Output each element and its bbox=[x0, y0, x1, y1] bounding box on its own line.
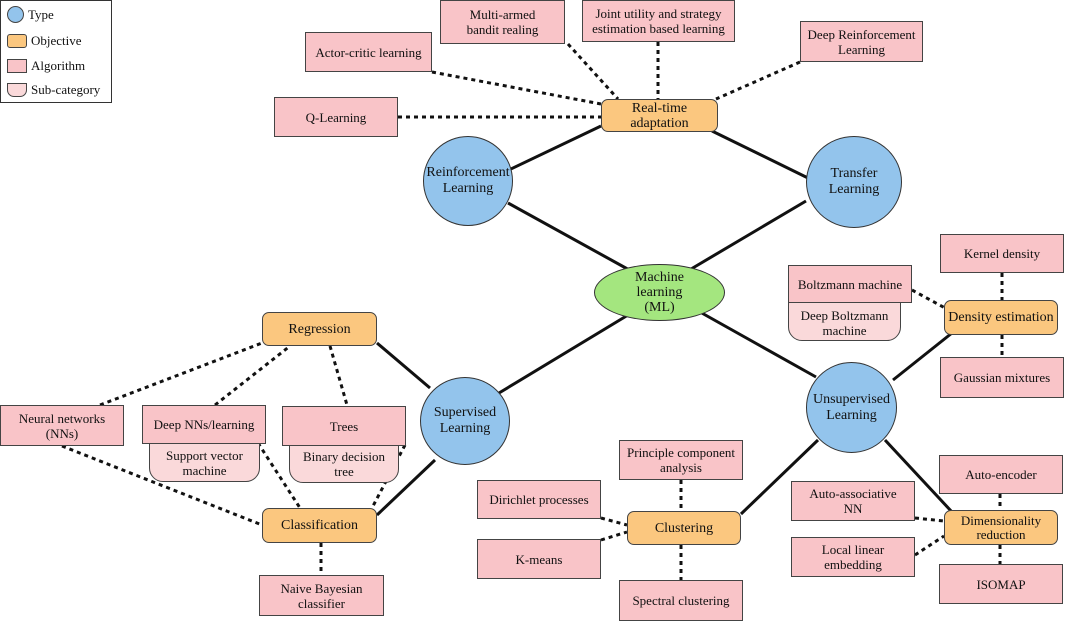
dots-dirichlet bbox=[600, 516, 628, 527]
node-joint-utility: Joint utility and strategy estimation ba… bbox=[582, 0, 735, 42]
legend-type-label: Type bbox=[28, 6, 54, 22]
node-trees: Trees bbox=[282, 406, 406, 446]
node-local-linear-embedding: Local linear embedding bbox=[791, 537, 915, 577]
dots-nn-regression bbox=[99, 341, 263, 407]
node-machine-learning: Machine learning (ML) bbox=[594, 264, 725, 321]
node-supervised-learning: Supervised Learning bbox=[420, 377, 510, 465]
dots-multiarmed bbox=[566, 42, 620, 101]
node-dirichlet-processes: Dirichlet processes bbox=[477, 480, 601, 519]
node-unsupervised-learning: Unsupervised Learning bbox=[806, 362, 897, 453]
edge-ml-transfer bbox=[685, 199, 807, 274]
node-naive-bayes: Naive Bayesian classifier bbox=[259, 575, 384, 616]
node-multiarmed-bandit: Multi-armed bandit realing bbox=[440, 0, 565, 44]
legend-subcategory-swatch bbox=[7, 83, 27, 97]
node-realtime-adaptation: Real-time adaptation bbox=[601, 99, 718, 132]
edge-regression-supervised bbox=[376, 341, 431, 390]
edge-unsupervised-clustering bbox=[739, 438, 820, 516]
legend-objective-label: Objective bbox=[31, 33, 82, 48]
edge-ml-reinforcement bbox=[507, 201, 634, 274]
edge-ml-unsupervised bbox=[699, 310, 817, 379]
legend-subcategory: Sub-category bbox=[7, 82, 100, 98]
edge-realtime-transfer bbox=[711, 129, 809, 180]
node-boltzmann-machine: Boltzmann machine bbox=[788, 265, 912, 303]
edge-classification-supervised bbox=[375, 458, 437, 517]
node-neural-networks: Neural networks (NNs) bbox=[0, 405, 124, 446]
node-isomap: ISOMAP bbox=[939, 564, 1063, 604]
node-principle-component-analysis: Principle component analysis bbox=[619, 440, 743, 480]
node-dimensionality-reduction: Dimensionality reduction bbox=[944, 510, 1058, 545]
node-reinforcement-learning: Reinforcement Learning bbox=[423, 136, 513, 226]
dots-lle bbox=[914, 534, 945, 557]
legend-type: Type bbox=[7, 6, 54, 23]
node-clustering: Clustering bbox=[627, 511, 741, 545]
legend-type-swatch bbox=[7, 6, 24, 23]
node-kernel-density: Kernel density bbox=[940, 234, 1064, 273]
node-k-means: K-means bbox=[477, 539, 601, 579]
dots-deepnn-regression bbox=[214, 344, 291, 407]
dots-trees-regression bbox=[328, 345, 349, 406]
node-deep-boltzmann-machine: Deep Boltzmann machine bbox=[788, 296, 901, 341]
node-q-learning: Q-Learning bbox=[274, 97, 398, 137]
node-transfer-learning: Transfer Learning bbox=[806, 136, 902, 228]
legend: Type Objective Algorithm Sub-category bbox=[0, 0, 112, 103]
legend-objective: Objective bbox=[7, 33, 82, 49]
edge-unsupervised-dimensionality bbox=[883, 438, 954, 514]
node-spectral-clustering: Spectral clustering bbox=[619, 580, 743, 621]
dots-nn-classification bbox=[61, 444, 263, 527]
legend-algorithm: Algorithm bbox=[7, 58, 85, 74]
edge-ml-supervised bbox=[498, 310, 634, 395]
node-classification: Classification bbox=[262, 508, 377, 543]
node-auto-encoder: Auto-encoder bbox=[939, 455, 1063, 494]
legend-algorithm-swatch bbox=[7, 59, 27, 73]
node-deep-nns: Deep NNs/learning bbox=[142, 405, 266, 444]
dots-deep-rl bbox=[715, 60, 801, 101]
node-auto-associative-nn: Auto-associative NN bbox=[791, 481, 915, 521]
dots-kmeans bbox=[600, 530, 628, 542]
dots-boltzmann bbox=[911, 288, 946, 310]
dots-auto-assoc bbox=[914, 516, 945, 523]
node-gaussian-mixtures: Gaussian mixtures bbox=[940, 357, 1064, 398]
node-actor-critic: Actor-critic learning bbox=[305, 32, 432, 72]
dots-actor-critic bbox=[431, 70, 602, 106]
node-deep-reinforcement-learning: Deep Reinforcement Learning bbox=[800, 21, 923, 62]
dots-deepnn-classification bbox=[256, 442, 302, 509]
legend-objective-swatch bbox=[7, 34, 27, 48]
legend-subcategory-label: Sub-category bbox=[31, 82, 101, 97]
edge-unsupervised-density bbox=[892, 331, 953, 382]
node-density-estimation: Density estimation bbox=[944, 300, 1058, 335]
node-regression: Regression bbox=[262, 312, 377, 346]
legend-algorithm-label: Algorithm bbox=[31, 58, 86, 73]
